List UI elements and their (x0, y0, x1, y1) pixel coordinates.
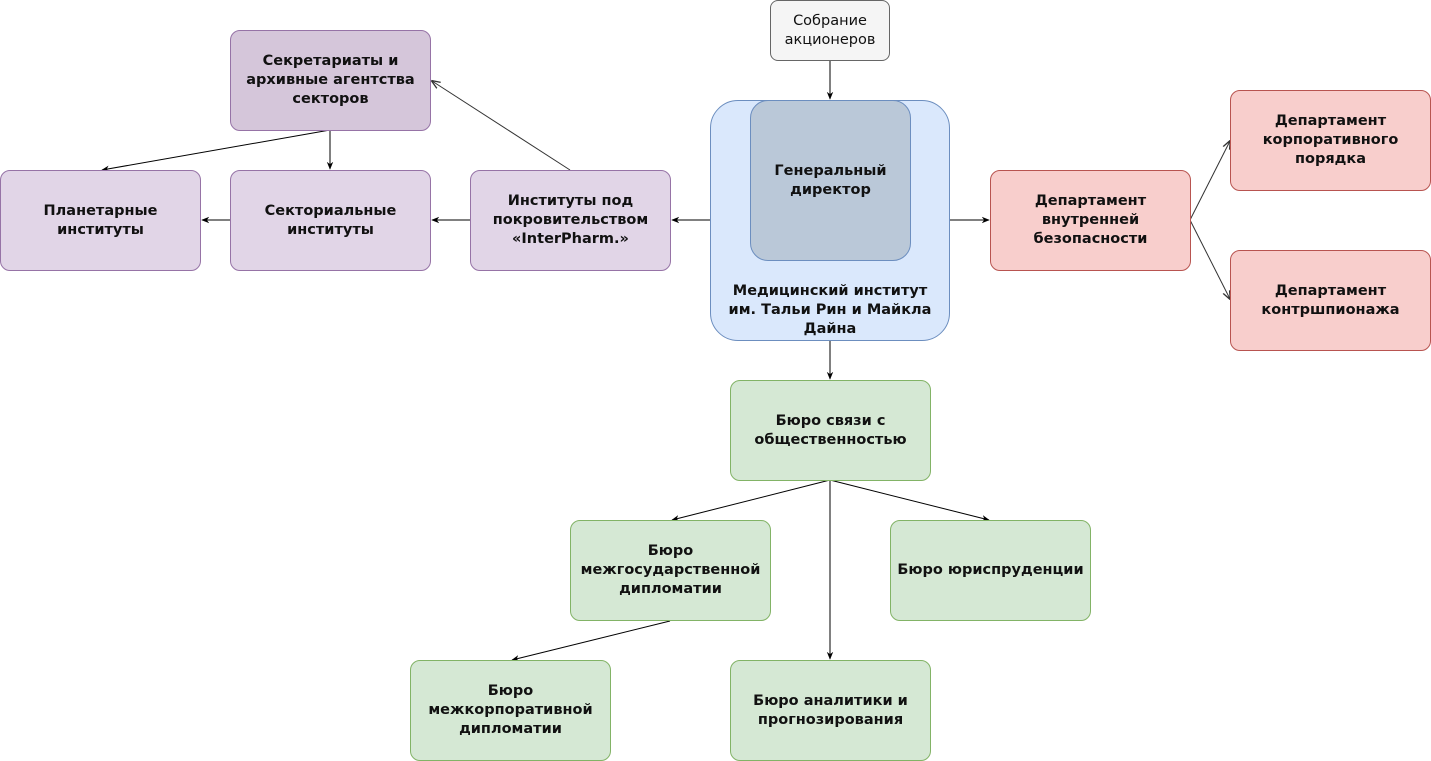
node-analytics: Бюро аналитики и прогнозирования (730, 660, 931, 761)
node-internal-security: Департамент внутренней безопасности (990, 170, 1191, 271)
node-public-relations: Бюро связи с общественностью (730, 380, 931, 481)
node-intercorporate-diplomacy: Бюро межкорпоративной дипломатии (410, 660, 611, 761)
node-corporate-order: Департамент корпоративного порядка (1230, 90, 1431, 191)
edge-pr-to-jurisprudence (829, 479, 990, 522)
node-secretariats: Секретариаты и архивные агентства сектор… (230, 30, 431, 131)
edge-interpharm-to-secretariats (432, 81, 571, 171)
edge-security-to-counterintelligence (1189, 219, 1230, 299)
edge-interstate-to-intercorporate (511, 620, 671, 662)
node-interstate-diplomacy: Бюро межгосударственной дипломатии (570, 520, 771, 621)
edge-secretariats-to-planetary (101, 129, 331, 172)
node-jurisprudence: Бюро юриспруденции (890, 520, 1091, 621)
node-sectoral-institutes: Секториальные институты (230, 170, 431, 271)
node-general-director: Генеральный директор (750, 100, 911, 261)
edge-security-to-corporate-order (1189, 141, 1230, 221)
node-medical-institute-label: Медицинский институт им. Тальи Рин и Май… (728, 283, 932, 337)
node-interpharm-institutes: Институты под покровительством «InterPha… (470, 170, 671, 271)
edge-pr-to-interstate (671, 479, 831, 522)
node-shareholders: Собрание акционеров (770, 0, 890, 61)
node-counterintelligence: Департамент контршпионажа (1230, 250, 1431, 351)
node-planetary-institutes: Планетарные институты (0, 170, 201, 271)
